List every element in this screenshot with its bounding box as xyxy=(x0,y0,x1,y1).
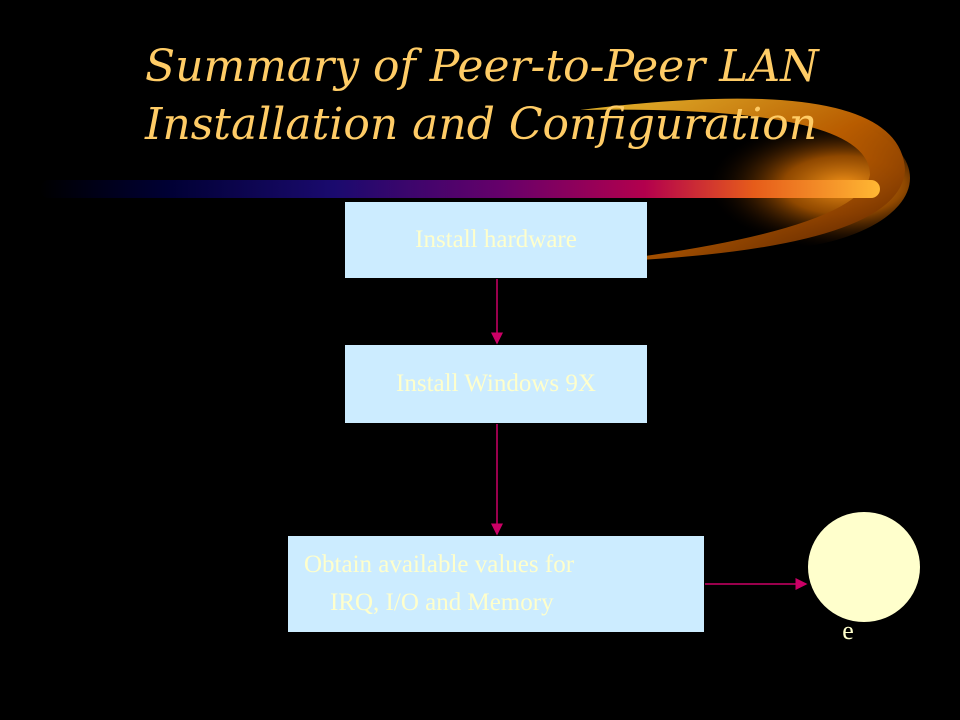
flow-step-obtain-values: Obtain available values for IRQ, I/O and… xyxy=(288,536,704,632)
swoosh-bar xyxy=(40,180,880,198)
flow-step-label: Install Windows 9X xyxy=(396,370,596,397)
swoosh-ring xyxy=(580,98,905,260)
flow-step-label: Install hardware xyxy=(415,226,577,253)
flow-step-label-line-1: Obtain available values for xyxy=(304,551,575,578)
slide-title-line-1: Summary of Peer-to-Peer LAN xyxy=(145,41,819,92)
slide-title-line-2: Installation and Configuration xyxy=(145,99,818,150)
decorative-swoosh xyxy=(40,98,910,260)
end-node-label: e xyxy=(842,616,854,645)
flow-step-install-windows: Install Windows 9X xyxy=(345,345,647,423)
slide-title: Summary of Peer-to-Peer LAN Installation… xyxy=(145,38,945,154)
end-node-circle xyxy=(808,512,920,622)
flow-step-install-hardware: Install hardware xyxy=(345,202,647,278)
flow-step-label-line-2: IRQ, I/O and Memory xyxy=(330,589,554,616)
